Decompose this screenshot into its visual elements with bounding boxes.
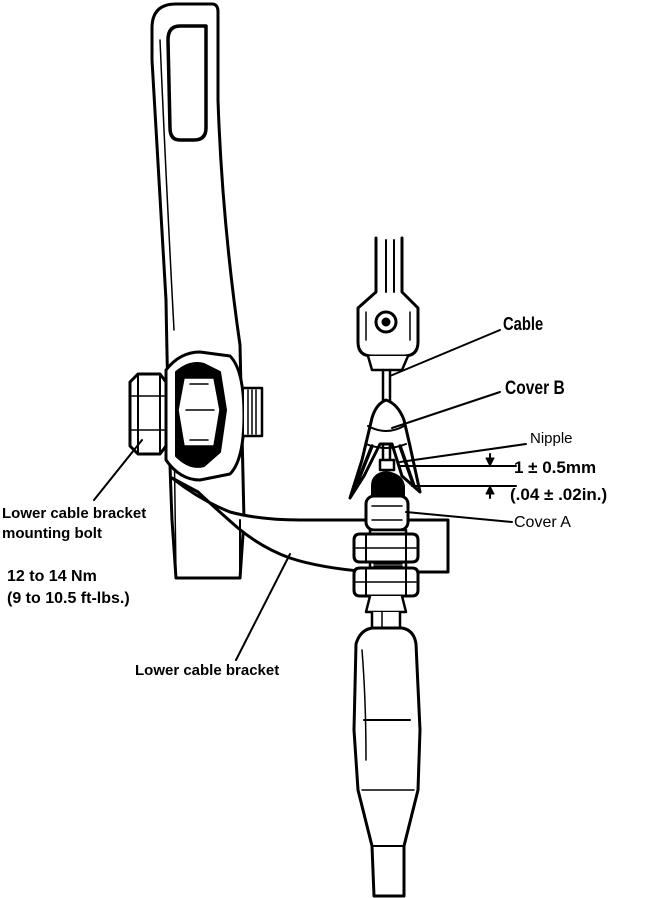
label-nipple: Nipple (530, 430, 573, 447)
mounting-bolt (128, 350, 264, 482)
label-gap-in: (.04 ± .02in.) (510, 485, 608, 504)
label-cable: Cable (503, 314, 552, 335)
leader-cover-a (405, 511, 513, 523)
label-gap-mm: 1 ± 0.5mm (514, 458, 597, 477)
label-cover-b: Cover B (505, 378, 578, 400)
leader-bracket (235, 553, 291, 661)
label-cover-b-text: Cover B (505, 378, 565, 399)
label-torque-ftlbs: (9 to 10.5 ft-lbs.) (7, 590, 130, 607)
label-torque-nm: 12 to 14 Nm (7, 568, 97, 585)
label-bracket: Lower cable bracket (135, 662, 280, 679)
label-cover-a: Cover A (514, 514, 571, 531)
outer-cable-housing (352, 626, 422, 898)
leader-bolt (93, 439, 143, 501)
label-bolt-line1: Lower cable bracket (2, 505, 147, 522)
label-cable-text: Cable (503, 314, 544, 334)
cable-clevis (356, 236, 420, 372)
leader-cover-b (391, 391, 501, 429)
adjusting-nuts (352, 528, 420, 632)
gap-dimension (399, 453, 517, 499)
leader-nipple (399, 443, 527, 463)
leader-lines (93, 329, 527, 661)
label-bolt-line2: mounting bolt (2, 525, 102, 542)
leader-cable (389, 329, 501, 377)
